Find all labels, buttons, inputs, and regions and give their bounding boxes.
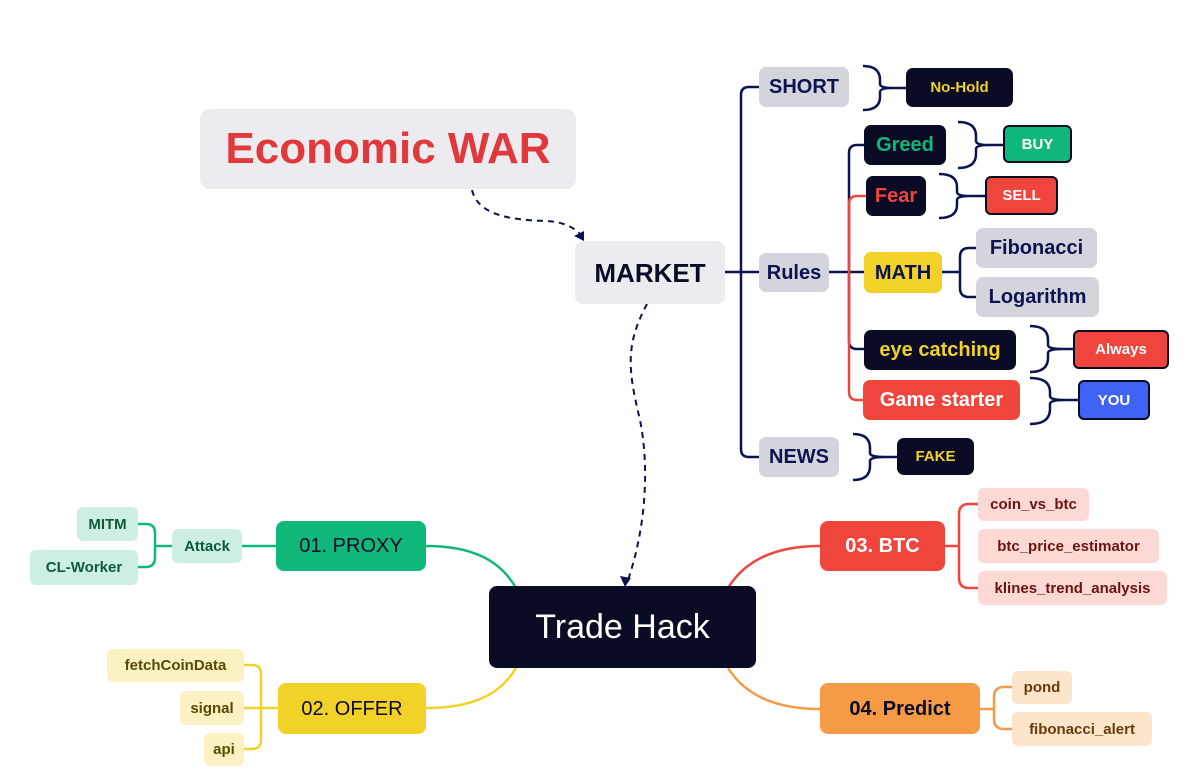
fetchcoindata-node: fetchCoinData — [107, 649, 244, 682]
cl-worker-node: CL-Worker — [30, 550, 138, 585]
fibonacci-node: Fibonacci — [976, 228, 1097, 268]
always-tag: Always — [1073, 330, 1169, 369]
short-node: SHORT — [759, 67, 849, 107]
page-title: Economic WAR — [200, 109, 576, 189]
eye-catching-node: eye catching — [864, 330, 1016, 370]
btc-price-estimator-node: btc_price_estimator — [978, 529, 1159, 563]
central-topic: Trade Hack — [489, 586, 756, 668]
no-hold-tag: No-Hold — [906, 68, 1013, 107]
api-node: api — [204, 733, 244, 766]
greed-node: Greed — [864, 125, 946, 165]
game-starter-node: Game starter — [863, 380, 1020, 420]
mitm-node: MITM — [77, 507, 138, 541]
rules-node: Rules — [759, 253, 829, 292]
market-node: MARKET — [575, 241, 725, 304]
fear-node: Fear — [866, 176, 926, 216]
signal-node: signal — [180, 691, 244, 725]
fake-tag: FAKE — [897, 438, 974, 475]
attack-node: Attack — [172, 529, 242, 563]
buy-tag: BUY — [1003, 125, 1072, 163]
klines-trend-analysis-node: klines_trend_analysis — [978, 571, 1167, 605]
coin-vs-btc-node: coin_vs_btc — [978, 488, 1089, 521]
offer-node: 02. OFFER — [278, 683, 426, 734]
pond-node: pond — [1012, 671, 1072, 704]
you-tag: YOU — [1078, 380, 1150, 420]
btc-node: 03. BTC — [820, 521, 945, 571]
predict-node: 04. Predict — [820, 683, 980, 734]
math-node: MATH — [864, 252, 942, 293]
logarithm-node: Logarithm — [976, 277, 1099, 317]
news-node: NEWS — [759, 437, 839, 477]
sell-tag: SELL — [985, 176, 1058, 215]
proxy-node: 01. PROXY — [276, 521, 426, 571]
fibonacci-alert-node: fibonacci_alert — [1012, 712, 1152, 746]
